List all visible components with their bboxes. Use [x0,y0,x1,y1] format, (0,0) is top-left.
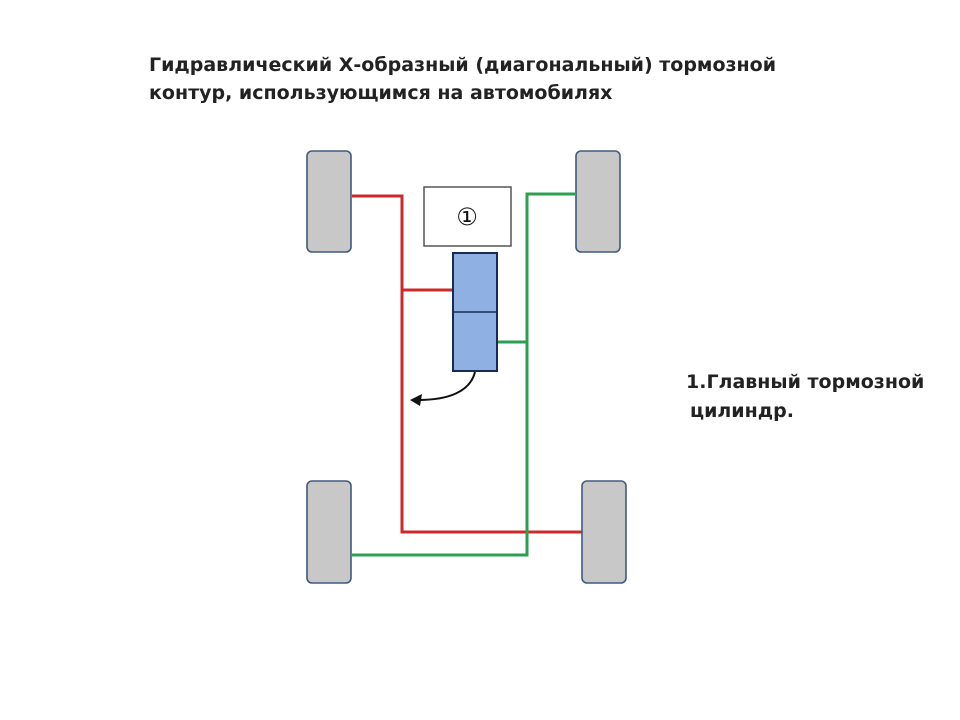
green-circuit [352,192,575,557]
title-line-1: Гидравлический Х-образный (диагональный)… [149,54,777,76]
reservoir-label: ① [456,203,478,231]
wheel-front-right [575,150,621,253]
wheel-rear-left [306,480,352,584]
wheel-front-left [306,150,352,253]
curved-arrow-icon [410,371,476,406]
legend-line-2: цилиндр. [690,400,794,422]
green-line-front-right [352,192,575,557]
wheel-rear-right [581,480,627,584]
red-line-front-left [352,194,582,534]
legend-text: 1.Главный тормозной цилиндр. [686,368,946,426]
master-brake-cylinder [452,252,498,372]
brake-fluid-reservoir: ① [423,186,512,247]
page-title: Гидравлический Х-образный (диагональный)… [149,51,789,107]
title-line-2: контур, использующимся на автомобилях [149,82,613,104]
legend-line-1: 1.Главный тормозной [686,371,925,393]
red-circuit [352,194,582,534]
